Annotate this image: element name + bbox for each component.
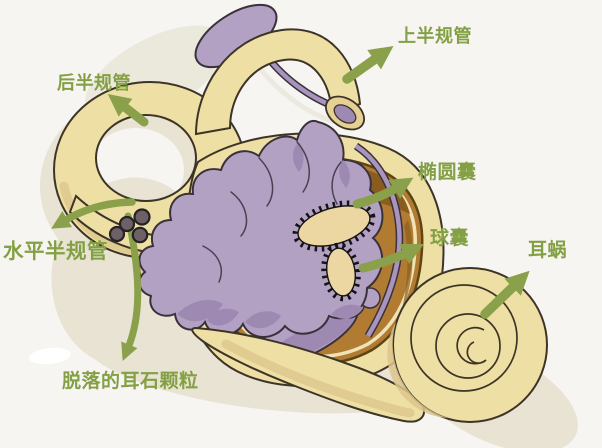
otolith-arrow [121,212,142,361]
leader-arrows [51,46,530,361]
cochlea-arrow [480,270,530,319]
superior-canal-opening [325,95,365,131]
label-saccule: 球囊 [430,227,470,249]
label-horizontal-semicircular-canal: 水平半规管 [3,239,108,263]
otolith-particles [108,208,151,244]
utricle-saccule-mass [138,120,384,338]
label-superior-semicircular-canal: 上半规管 [398,26,472,47]
label-utricle: 椭圆囊 [418,161,477,183]
superior-canal-arrow [342,46,394,84]
horizontal-canal-arrow [51,198,136,229]
label-detached-otolith-particles: 脱落的耳石颗粒 [62,370,199,392]
cochlea-spiral [387,267,548,423]
cochlea-basal-band [191,326,425,423]
saccule-arrow [358,243,425,273]
superior-canal-arch [194,28,362,136]
utricle-arrow [352,177,414,209]
utricular-macula [292,200,376,252]
white-smudge [29,347,71,365]
posterior-canal-arrow [107,93,149,127]
saccular-macula [321,242,361,302]
label-cochlea: 耳蜗 [528,239,568,261]
label-posterior-semicircular-canal: 后半规管 [57,73,131,94]
